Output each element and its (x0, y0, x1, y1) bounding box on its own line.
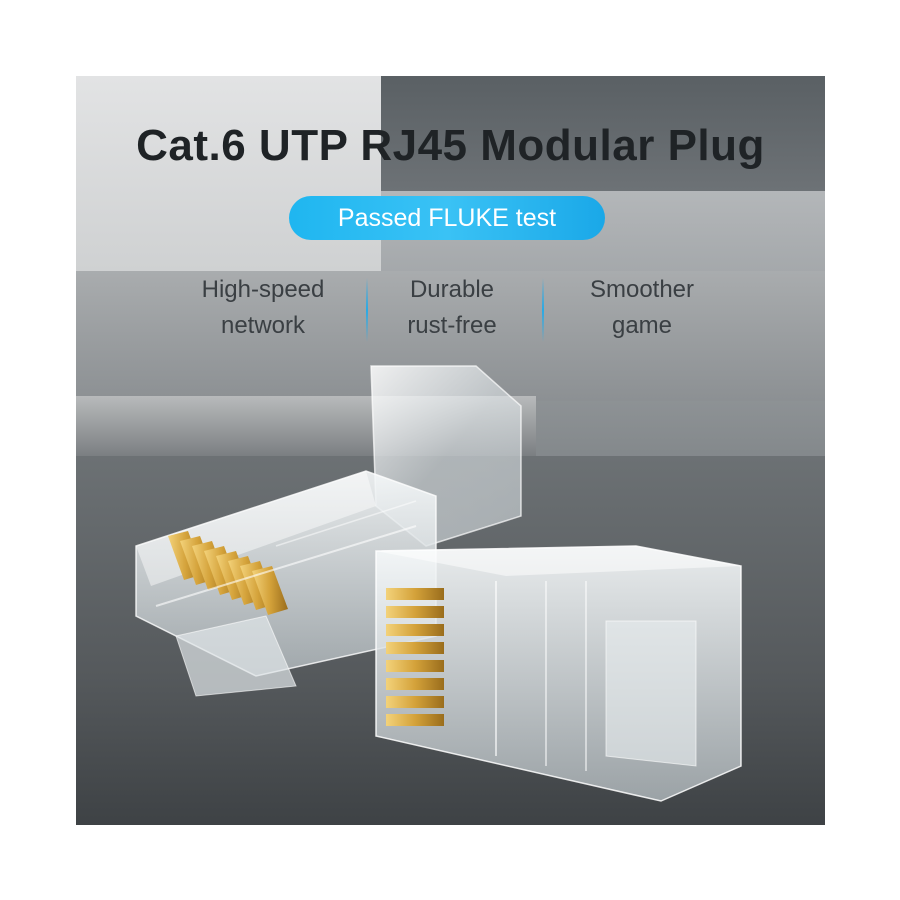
feature-divider (366, 278, 368, 342)
feature-line: High-speed (201, 276, 325, 303)
gold-contacts-back (168, 531, 288, 615)
feature-high-speed: High-speed network (173, 272, 353, 344)
rj45-plugs-illustration (135, 365, 742, 802)
rj45-plug-front (375, 545, 742, 802)
feature-line: Smoother (589, 276, 695, 303)
product-image-frame: Cat.6 UTP RJ45 Modular Plug Passed FLUKE… (76, 76, 825, 825)
feature-smoother: Smoother game (552, 272, 732, 344)
fluke-test-badge: Passed FLUKE test (289, 196, 605, 240)
feature-line: Durable (409, 276, 495, 303)
feature-durable: Durable rust-free (362, 272, 542, 344)
feature-line: rust-free (407, 312, 497, 339)
gold-contacts-front (386, 588, 444, 726)
feature-divider (542, 278, 544, 342)
feature-line: game (611, 312, 673, 339)
background-dark-panel (381, 76, 825, 191)
rj45-plug-back (135, 365, 522, 697)
feature-line: network (220, 312, 306, 339)
product-title: Cat.6 UTP RJ45 Modular Plug (136, 121, 765, 170)
